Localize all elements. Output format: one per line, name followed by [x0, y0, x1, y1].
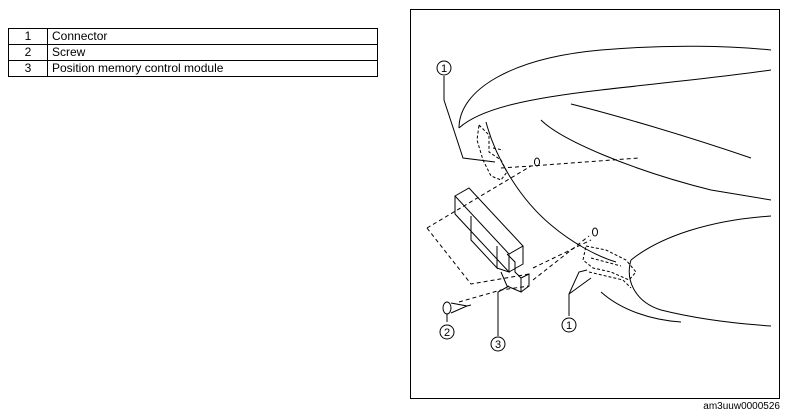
installation-figure: 1 1 2 3: [410, 9, 780, 399]
svg-text:1: 1: [441, 63, 447, 75]
screw-top: [534, 157, 540, 167]
connector-bottom: [582, 245, 637, 289]
legend-row: 3 Position memory control module: [8, 60, 378, 77]
legend-row: 2 Screw: [8, 44, 378, 61]
legend-row: 1 Connector: [8, 28, 378, 45]
seat-outline: [458, 45, 772, 327]
legend-label: Position memory control module: [47, 60, 378, 77]
legend-number: 3: [8, 60, 48, 77]
callout-connector-bottom: 1: [561, 317, 577, 333]
screw: [442, 301, 472, 315]
callout-leaders: [443, 76, 592, 336]
callout-screw: 2: [439, 324, 455, 340]
screw-bottom: [592, 227, 598, 237]
seat-illustration: 1 1 2 3: [426, 45, 772, 352]
svg-text:2: 2: [444, 327, 450, 339]
legend-label: Screw: [47, 44, 378, 61]
legend-number: 2: [8, 44, 48, 61]
connector-top: [476, 123, 508, 181]
legend-number: 1: [8, 28, 48, 45]
svg-text:1: 1: [566, 320, 572, 332]
parts-legend-table: 1 Connector 2 Screw 3 Position memory co…: [8, 28, 378, 77]
installation-guide-lines: [426, 157, 640, 303]
position-memory-control-module: [454, 187, 530, 293]
callout-module: 3: [490, 336, 506, 352]
callout-connector-top: 1: [436, 60, 452, 76]
legend-label: Connector: [47, 28, 378, 45]
svg-text:3: 3: [495, 339, 501, 351]
figure-code: am3uuw0000526: [703, 401, 780, 412]
